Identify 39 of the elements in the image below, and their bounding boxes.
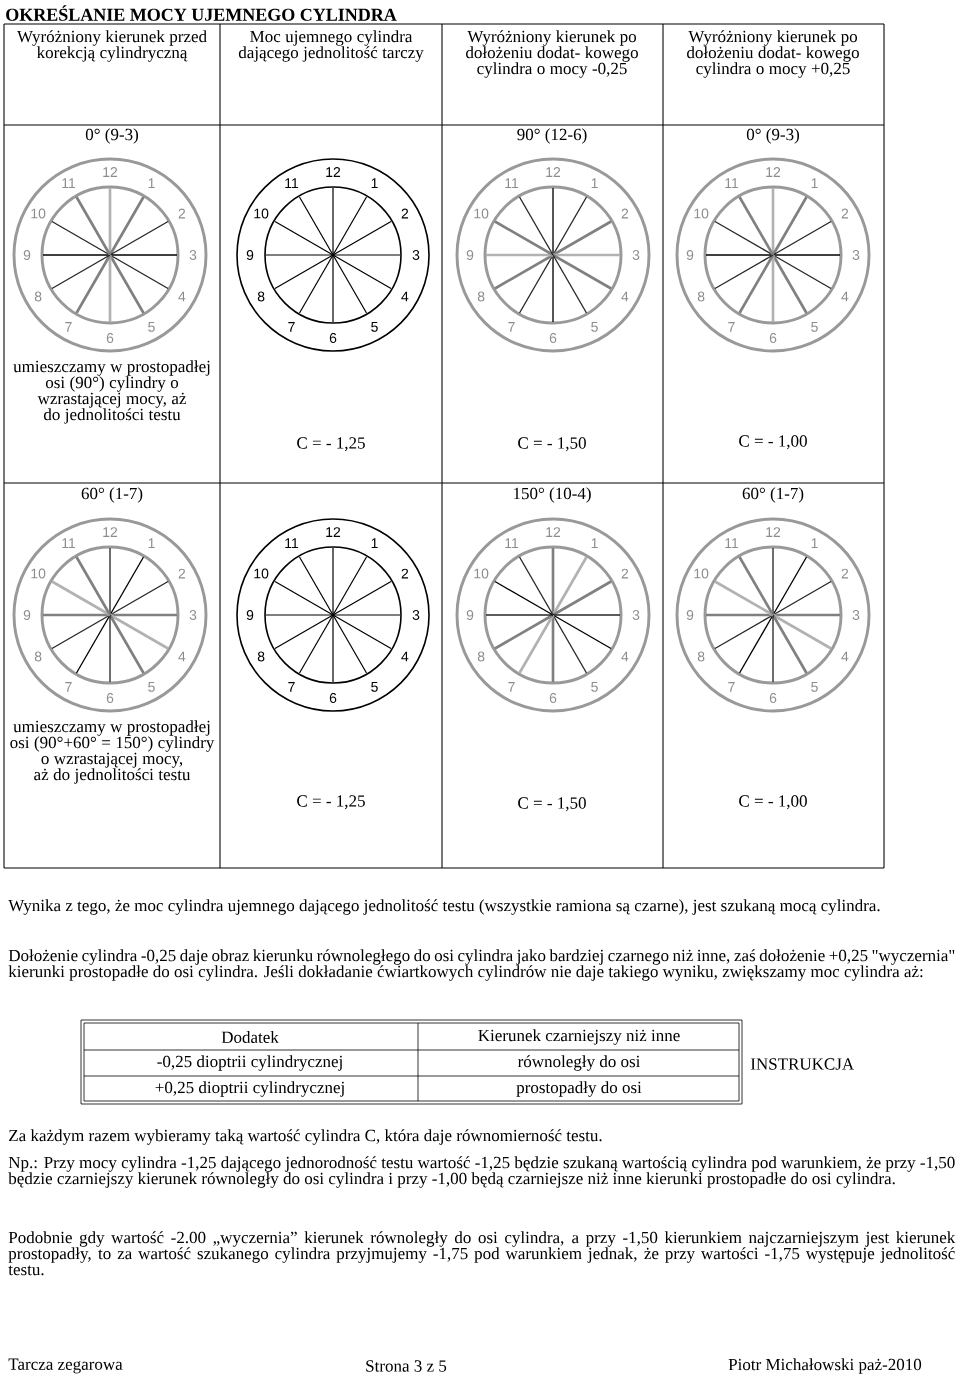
page-footer: Piotr Michałowski paż-2010 bbox=[728, 1358, 922, 1374]
side-label: INSTRUKCJA bbox=[750, 1058, 855, 1070]
power-value: C = - 1,00 bbox=[739, 435, 807, 450]
paragraph: Podobnie gdy wartość -2.00 „wyczernia” kierunek równoległy do osi cylindra, a przy -1,50 kierunkiem najczarniejszym jest kierunek prostopadły, to za wartość szukanego cylindra przyjmujemy -1,75 pod warunkiem jednak, że przy wartości -1,75 występuje jednolitość testu. bbox=[8, 1231, 956, 1276]
table-header: Kierunek czarniejszy niż inne bbox=[478, 1029, 680, 1045]
clock-dial: 12 1 2 3 4 5 6 7 8 9 10 11 bbox=[455, 157, 651, 353]
instruction-text: umieszczamy w prostopadłej osi (90°) cylindry o wzrastającej mocy, aż do jednolitości testu bbox=[13, 360, 210, 424]
table-cell: prostopadły do osi bbox=[516, 1081, 642, 1097]
power-value: C = - 1,25 bbox=[297, 437, 365, 452]
clock-dial: 12 1 2 3 4 5 6 7 8 9 10 11 bbox=[236, 158, 430, 352]
table-cell: +0,25 dioptrii cylindrycznej bbox=[155, 1081, 344, 1097]
axis-angle: 60° (1-7) bbox=[81, 487, 143, 503]
clock-dial: 12 1 2 3 4 5 6 7 8 9 10 11 bbox=[455, 517, 651, 713]
power-value: C = - 1,25 bbox=[297, 795, 365, 810]
table-header: Wyróżniony kierunek po dołożeniu dodat- kowego cylindra o mocy +0,25 bbox=[687, 30, 859, 78]
page-footer: Tarcza zegarowa bbox=[8, 1358, 123, 1374]
instruction-text: umieszczamy w prostopadłej osi (90°+60° = 150°) cylindry o wzrastającej mocy, aż do jednolitości testu bbox=[10, 720, 215, 784]
page-title: OKREŚLANIE MOCY UJEMNEGO CYLINDRA bbox=[6, 5, 397, 21]
paragraph: Np.: Przy mocy cylindra -1,25 dającego jednorodność testu wartość -1,25 będzie szukaną wartością cylindra pod warunkiem, że przy -1,50 będzie czarniejszy kierunek równoległy do osi cylindra i przy -1,00 będą czarniejsze niż inne kierunki prostopadłe do osi cylindra. bbox=[8, 1156, 955, 1188]
page-footer: Strona 3 z 5 bbox=[366, 1360, 447, 1372]
table-cell: -0,25 dioptrii cylindrycznej bbox=[157, 1055, 342, 1071]
table-header: Wyróżniony kierunek po dołożeniu dodat- kowego cylindra o mocy -0,25 bbox=[466, 30, 638, 78]
paragraph: Dołożenie cylindra -0,25 daje obraz kierunku równoległego do osi cylindra jako bardziej czarnego niż inne, zaś dołożenie +0,25 "wyczernia" kierunki prostopadłe do osi cylindra. Jeśli dokładanie ćwiartkowych cylindrów nie daje takiego wyniku, zwiększamy moc cylindra aż: bbox=[8, 949, 955, 981]
paragraph: Za każdym razem wybieramy taką wartość cylindra C, która daje równomierność testu. bbox=[9, 1129, 602, 1145]
clock-dial: 12 1 2 3 4 5 6 7 8 9 10 11 bbox=[12, 157, 208, 353]
clock-dial: 12 1 2 3 4 5 6 7 8 9 10 11 bbox=[236, 518, 430, 712]
power-value: C = - 1,00 bbox=[739, 795, 807, 810]
table-header: Moc ujemnego cylindra dającego jednolitość tarczy bbox=[238, 30, 424, 62]
clock-dial: 12 1 2 3 4 5 6 7 8 9 10 11 bbox=[12, 517, 208, 713]
power-value: C = - 1,50 bbox=[518, 797, 586, 812]
clock-dial: 12 1 2 3 4 5 6 7 8 9 10 11 bbox=[675, 517, 871, 713]
axis-angle: 60° (1-7) bbox=[742, 487, 804, 503]
paragraph: Wynika z tego, że moc cylindra ujemnego dającego jednolitość testu (wszystkie ramiona są czarne), jest szukaną mocą cylindra. bbox=[8, 899, 880, 915]
table-header: Wyróżniony kierunek przed korekcją cylindryczną bbox=[17, 30, 207, 62]
clock-dial: 12 1 2 3 4 5 6 7 8 9 10 11 bbox=[675, 157, 871, 353]
table-cell: równoległy do osi bbox=[517, 1055, 641, 1071]
axis-angle: 150° (10-4) bbox=[514, 487, 591, 503]
power-value: C = - 1,50 bbox=[518, 437, 586, 452]
table-header: Dodatek bbox=[221, 1031, 279, 1043]
